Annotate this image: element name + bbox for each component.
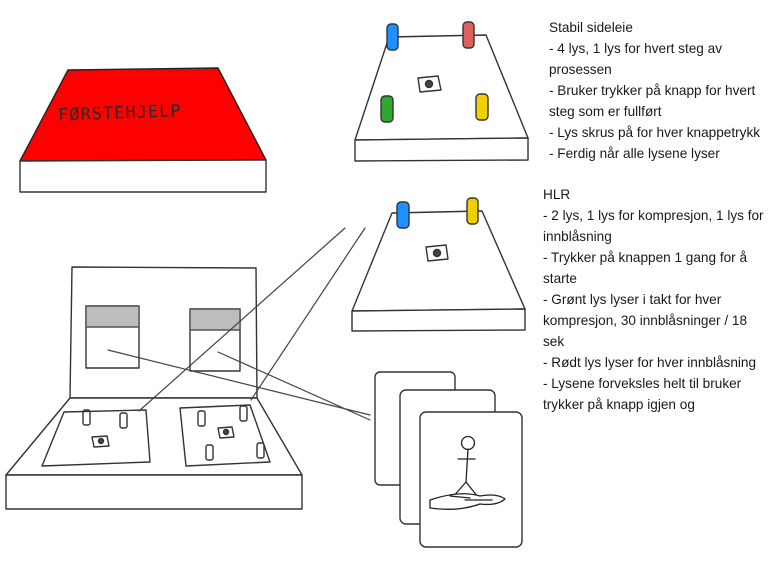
- instruction-cards: [374, 371, 523, 548]
- notes-line: - 4 lys, 1 lys for hvert steg av prosess…: [549, 41, 723, 77]
- tray-stabil-sideleie: [354, 21, 529, 162]
- box-label: FØRSTEHJELP: [58, 101, 182, 125]
- notes-line: - Ferdig når alle lysene lyser: [549, 146, 720, 161]
- connector-lines: [107, 227, 371, 421]
- light-blue: [396, 201, 410, 229]
- notes-line: - Lys skrus på for hver knappetrykk: [549, 125, 761, 140]
- first-aid-box: FØRSTEHJELP: [19, 67, 267, 193]
- light-red: [462, 21, 475, 49]
- notes-title: HLR: [543, 187, 571, 202]
- light-green: [380, 95, 394, 123]
- notes-line: - Bruker trykker på knapp for hvert steg…: [549, 83, 756, 119]
- notes-line: - Rødt lys lyser for hver innblåsning: [543, 355, 757, 370]
- open-box: [5, 266, 303, 510]
- tray-hlr: [351, 197, 526, 332]
- box-base: [19, 159, 267, 193]
- notes-hlr: HLR - 2 lys, 1 lys for kompresjon, 1 lys…: [543, 184, 765, 415]
- light-yellow: [466, 197, 479, 225]
- light-blue: [386, 23, 399, 51]
- notes-stabil-sideleie: Stabil sideleie - 4 lys, 1 lys for hvert…: [549, 17, 763, 164]
- notes-title: Stabil sideleie: [549, 20, 633, 35]
- notes-line: - Grønt lys lyser i takt for hver kompre…: [543, 292, 748, 349]
- cpr-figure-icon: [429, 435, 506, 510]
- notes-line: - Lysene forveksles helt til bruker tryk…: [543, 376, 742, 412]
- notes-line: - Trykker på knappen 1 gang for å starte: [543, 250, 748, 286]
- light-yellow: [475, 93, 489, 121]
- notes-line: - 2 lys, 1 lys for kompresjon, 1 lys for…: [543, 208, 764, 244]
